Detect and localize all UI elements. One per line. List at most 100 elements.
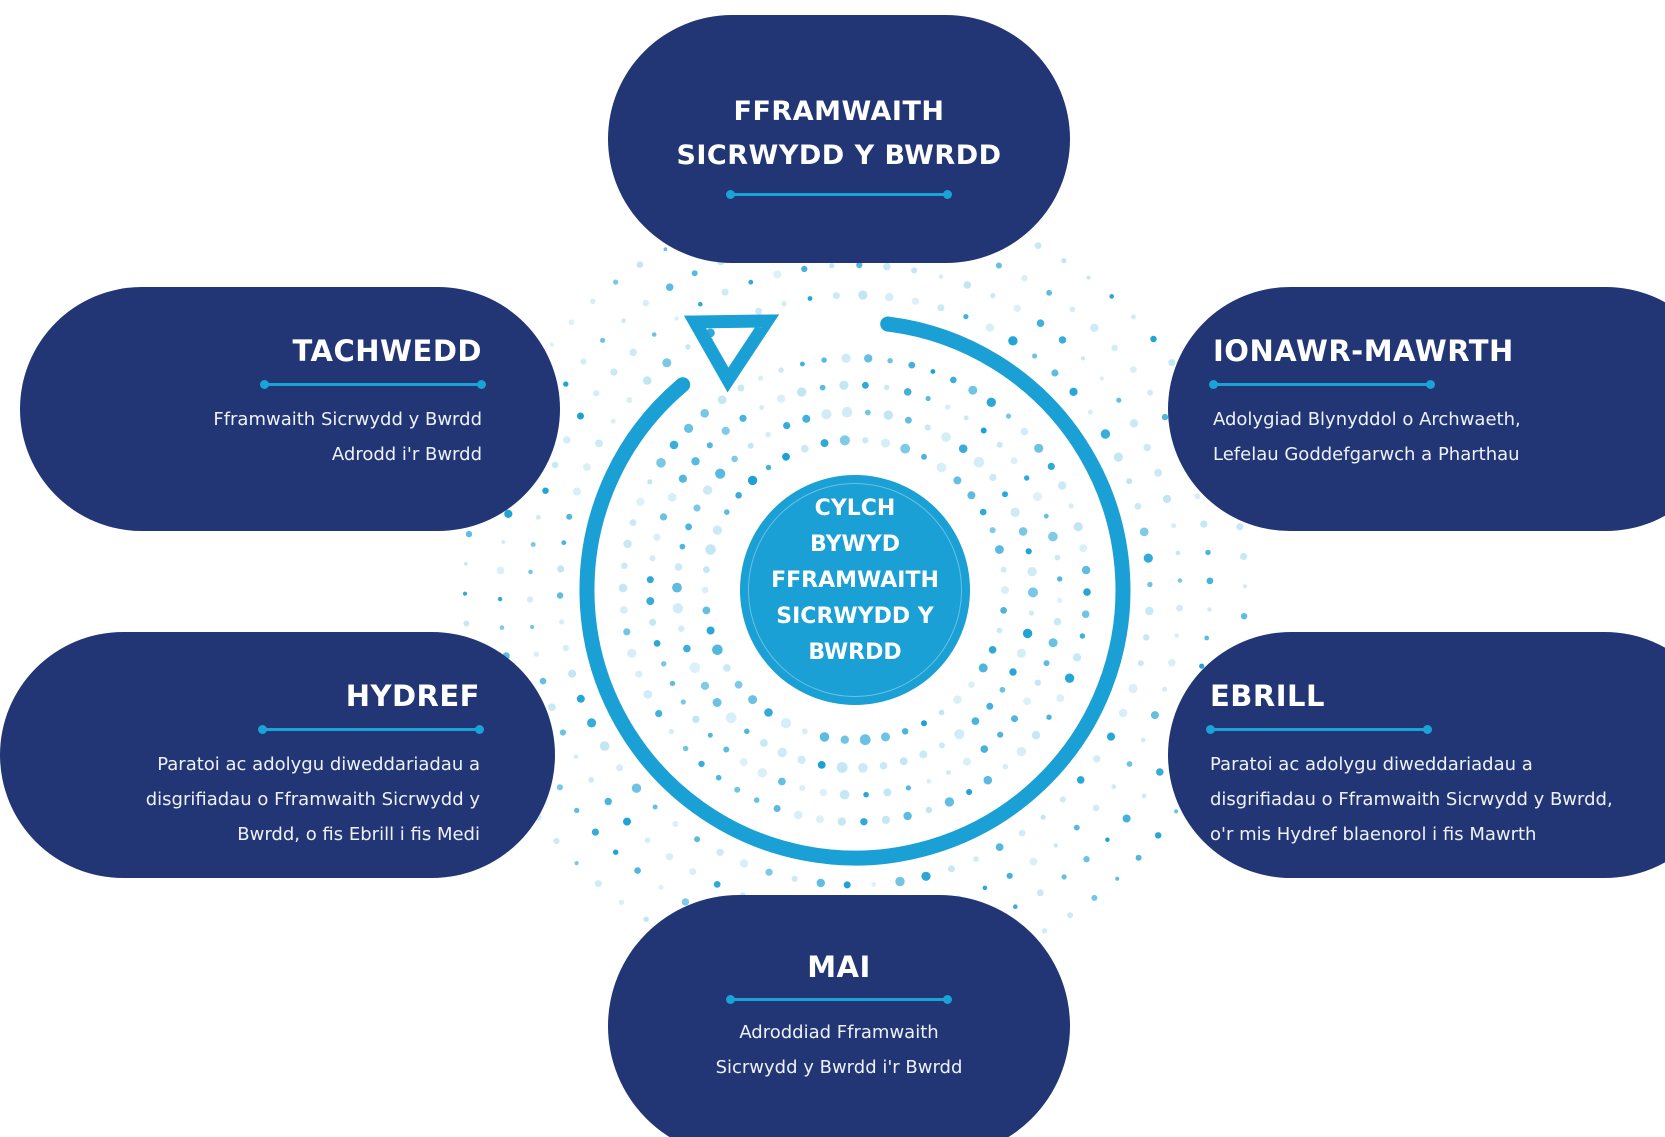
decorative-dot xyxy=(1194,493,1201,500)
decorative-dot xyxy=(542,487,549,494)
decorative-dot xyxy=(911,297,919,305)
decorative-dot xyxy=(1011,715,1018,723)
decorative-dot xyxy=(953,695,962,704)
decorative-dot xyxy=(1106,732,1116,741)
decorative-dot xyxy=(996,627,1003,634)
decorative-dot xyxy=(1092,804,1100,812)
decorative-dot xyxy=(682,745,689,752)
decorative-dot xyxy=(712,525,723,535)
decorative-dot xyxy=(747,442,754,449)
decorative-dot xyxy=(691,270,698,277)
decorative-dot xyxy=(694,836,701,843)
decorative-dot xyxy=(663,247,668,252)
decorative-dot xyxy=(858,763,868,773)
decorative-dot xyxy=(764,708,773,717)
dot-pattern xyxy=(462,197,1248,982)
decorative-dot xyxy=(758,375,764,381)
decorative-dot xyxy=(1130,314,1136,320)
decorative-dot xyxy=(610,418,616,424)
decorative-dot xyxy=(802,414,811,423)
decorative-dot xyxy=(839,435,850,446)
decorative-dot xyxy=(937,304,945,312)
decorative-dot xyxy=(599,741,610,751)
decorative-dot xyxy=(864,354,873,363)
decorative-dot xyxy=(678,625,685,632)
stage-desc-line: Bwrdd, o fis Ebrill i fis Medi xyxy=(237,824,480,845)
decorative-dot xyxy=(895,876,905,887)
decorative-dot xyxy=(1143,443,1151,452)
decorative-dot xyxy=(656,458,666,468)
decorative-dot xyxy=(744,728,750,735)
decorative-dot xyxy=(1137,660,1144,667)
decorative-dot xyxy=(574,861,579,866)
stage-desc-line: Lefelau Goddefgarwch a Pharthau xyxy=(1213,444,1520,465)
decorative-dot xyxy=(613,279,619,285)
decorative-dot xyxy=(841,406,853,418)
decorative-dot xyxy=(801,265,808,273)
decorative-dot xyxy=(496,566,505,575)
decorative-dot xyxy=(1093,755,1101,763)
decorative-dot xyxy=(841,353,851,363)
decorative-dot xyxy=(1002,491,1008,498)
decorative-dot xyxy=(1174,809,1179,814)
decorative-dot xyxy=(884,292,894,302)
stage-desc-line: disgrifiadau o Fframwaith Sicrwydd y Bwr… xyxy=(1210,789,1613,810)
decorative-dot xyxy=(1240,552,1248,561)
decorative-dot xyxy=(881,732,890,742)
decorative-dot xyxy=(712,698,722,707)
framework-title: FFRAMWAITH SICRWYDD Y BWRDD xyxy=(608,90,1070,178)
decorative-dot xyxy=(739,414,747,422)
decorative-dot xyxy=(548,703,556,711)
stage-desc-line: Adolygiad Blynyddol o Archwaeth, xyxy=(1213,409,1521,430)
decorative-dot xyxy=(821,357,827,363)
decorative-dot xyxy=(572,487,581,496)
decorative-dot xyxy=(777,747,787,758)
decorative-dot xyxy=(983,775,993,785)
decorative-dot xyxy=(782,452,790,461)
decorative-dot xyxy=(501,539,506,545)
decorative-dot xyxy=(1161,413,1169,421)
decorative-dot xyxy=(990,293,996,299)
decorative-dot xyxy=(963,281,972,289)
decorative-dot xyxy=(1028,587,1038,598)
decorative-dot xyxy=(1001,586,1009,594)
decorative-dot xyxy=(665,283,674,292)
decorative-dot xyxy=(881,438,890,448)
decorative-dot xyxy=(621,562,628,570)
decorative-dot xyxy=(604,797,612,806)
stage-title-ionawr-mawrth: IONAWR-MAWRTH xyxy=(1213,334,1514,368)
decorative-dot xyxy=(568,669,577,678)
decorative-dot xyxy=(1054,554,1061,561)
decorative-dot xyxy=(629,519,637,526)
decorative-dot xyxy=(938,274,944,279)
divider xyxy=(726,190,952,199)
decorative-dot xyxy=(618,583,628,593)
decorative-dot xyxy=(860,818,868,826)
decorative-dot xyxy=(1068,503,1074,509)
decorative-dot xyxy=(653,640,661,647)
decorative-dot xyxy=(1028,610,1035,616)
decorative-dot xyxy=(1111,784,1117,790)
decorative-dot xyxy=(1008,336,1018,346)
stage-desc-line: Sicrwydd y Bwrdd i'r Bwrdd xyxy=(715,1057,963,1078)
decorative-dot xyxy=(1174,633,1179,638)
decorative-dot xyxy=(819,732,830,742)
decorative-dot xyxy=(620,606,628,614)
decorative-dot xyxy=(636,497,645,506)
decorative-dot xyxy=(721,288,729,296)
decorative-dot xyxy=(840,735,849,744)
decorative-dot xyxy=(499,625,505,630)
decorative-dot xyxy=(996,441,1003,448)
decorative-dot xyxy=(573,754,579,760)
decorative-dot xyxy=(672,603,684,614)
decorative-dot xyxy=(698,760,705,768)
decorative-dot xyxy=(556,592,564,599)
decorative-dot xyxy=(566,513,573,520)
decorative-dot xyxy=(1079,633,1086,639)
decorative-dot xyxy=(989,473,997,482)
decorative-dot xyxy=(973,456,985,468)
decorative-dot xyxy=(1162,494,1172,503)
decorative-dot xyxy=(580,358,587,365)
decorative-dot xyxy=(684,423,694,433)
decorative-dot xyxy=(1177,578,1183,583)
